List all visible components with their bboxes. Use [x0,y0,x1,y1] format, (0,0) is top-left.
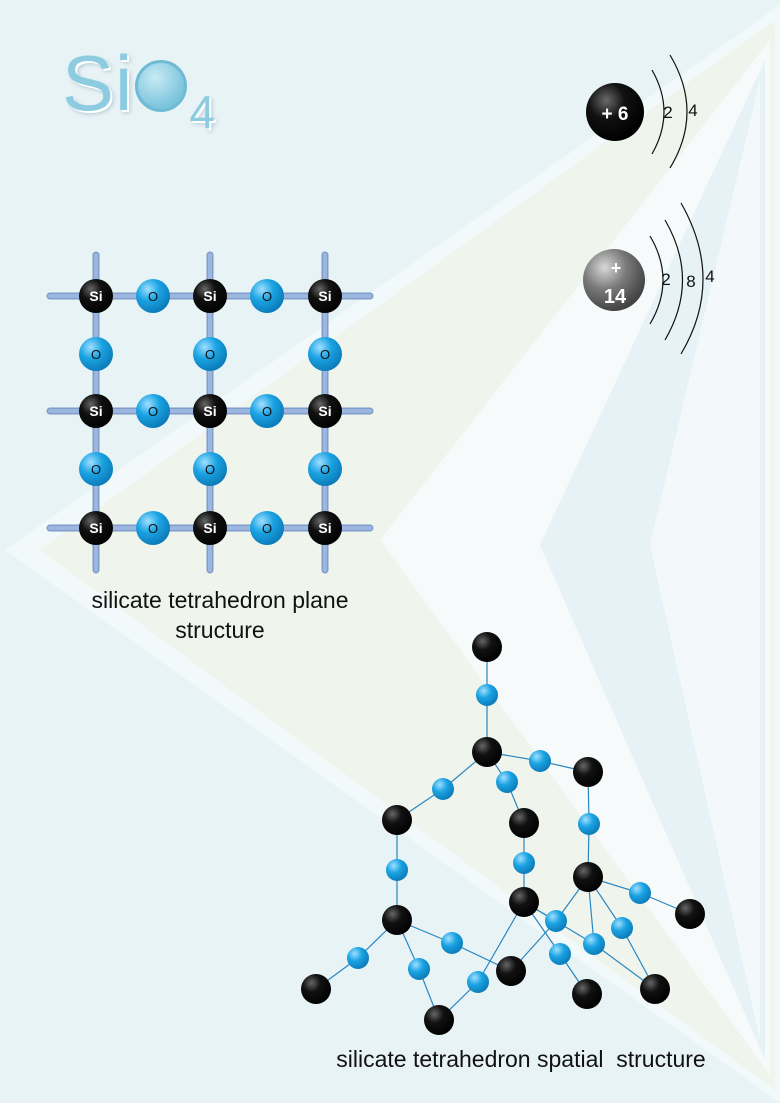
spatial-si-atom [424,1005,454,1035]
spatial-si-atom [301,974,331,1004]
plane-o-atom [250,279,284,313]
plane-si-atom [308,394,342,428]
spatial-bond [477,901,525,983]
spatial-si-atom [509,808,539,838]
plane-si-label: Si [89,520,102,536]
plane-o-atom [308,452,342,486]
spatial-o-atom [629,882,651,904]
plane-si-label: Si [318,288,331,304]
plane-o-atom [193,452,227,486]
plane-o-atom [308,337,342,371]
silicon-shell-3 [680,202,704,355]
plane-o-label: O [91,462,101,477]
plane-o-atom [193,337,227,371]
silicon-shell-3-count: 4 [705,267,714,286]
silicon-nucleus [583,249,645,311]
plane-si-atom [308,279,342,313]
carbon-atom-diagram: + 6 2 4 [586,54,698,169]
spatial-o-atom [513,852,535,874]
plane-o-label: O [148,404,158,419]
spatial-o-atom [611,917,633,939]
spatial-si-atom [573,862,603,892]
plane-si-label: Si [203,288,216,304]
spatial-si-atom [675,899,705,929]
spatial-o-atom [408,958,430,980]
silicon-shell-1-count: 2 [661,270,670,289]
spatial-o-atom [578,813,600,835]
spatial-o-atom [529,750,551,772]
carbon-shell-2-count: 4 [688,101,697,120]
spatial-si-atom [640,974,670,1004]
plane-o-label: O [320,462,330,477]
silicon-nucleus-sign: + [611,258,622,278]
spatial-o-atom [386,859,408,881]
spatial-o-atom [476,684,498,706]
spatial-si-atom [382,905,412,935]
plane-si-atom [193,394,227,428]
plane-si-atom [193,511,227,545]
carbon-nucleus-label: + 6 [602,104,629,125]
spatial-o-atom [432,778,454,800]
plane-o-label: O [205,347,215,362]
plane-structure-caption: silicate tetrahedron plane structure [91,587,349,643]
plane-o-label: O [91,347,101,362]
spatial-si-atom [496,956,526,986]
plane-si-atom [308,511,342,545]
plane-si-label: Si [203,520,216,536]
spatial-o-atom [545,910,567,932]
plane-o-atom [250,511,284,545]
silicon-shell-1 [649,235,664,325]
plane-si-atom [79,279,113,313]
plane-o-label: O [148,289,158,304]
plane-o-atom [136,279,170,313]
plane-si-label: Si [318,403,331,419]
plane-o-label: O [320,347,330,362]
spatial-o-atom [441,932,463,954]
plane-si-label: Si [89,403,102,419]
formula-subscript: 4 [189,86,216,138]
carbon-shell-1-count: 2 [663,103,672,122]
plane-o-atom [136,511,170,545]
spatial-si-atom [573,757,603,787]
spatial-si-atom [509,887,539,917]
plane-o-label: O [148,521,158,536]
formula-o-ball [135,60,188,112]
spatial-o-atom [467,971,489,993]
formula-si: Si [62,39,134,127]
plane-o-atom [79,337,113,371]
spatial-si-atom [472,632,502,662]
plane-si-atom [79,394,113,428]
spatial-o-atom [583,933,605,955]
carbon-shell-1 [651,69,665,155]
carbon-nucleus [586,83,644,141]
spatial-o-atom [549,943,571,965]
plane-o-label: O [205,462,215,477]
spatial-o-atom [347,947,369,969]
spatial-o-atom [496,771,518,793]
spatial-si-atom [572,979,602,1009]
plane-o-atom [250,394,284,428]
spatial-si-atom [472,737,502,767]
silicon-shell-2-count: 8 [686,272,695,291]
silicon-nucleus-number: 14 [604,286,627,308]
carbon-shell-2 [669,54,688,169]
plane-o-label: O [262,521,272,536]
plane-si-atom [79,511,113,545]
plane-o-label: O [262,404,272,419]
silicon-shell-2 [664,219,684,341]
plane-si-label: Si [318,520,331,536]
plane-o-label: O [262,289,272,304]
plane-o-atom [136,394,170,428]
formula-title: Si 4 [62,38,216,139]
spatial-structure-caption: silicate tetrahedron spatial structure [336,1046,706,1072]
plane-si-label: Si [203,403,216,419]
plane-si-label: Si [89,288,102,304]
silicon-atom-diagram: + 14 2 8 4 [583,202,715,355]
spatial-si-atom [382,805,412,835]
spatial-structure-diagram [301,632,705,1035]
plane-o-atom [79,452,113,486]
plane-si-atom [193,279,227,313]
